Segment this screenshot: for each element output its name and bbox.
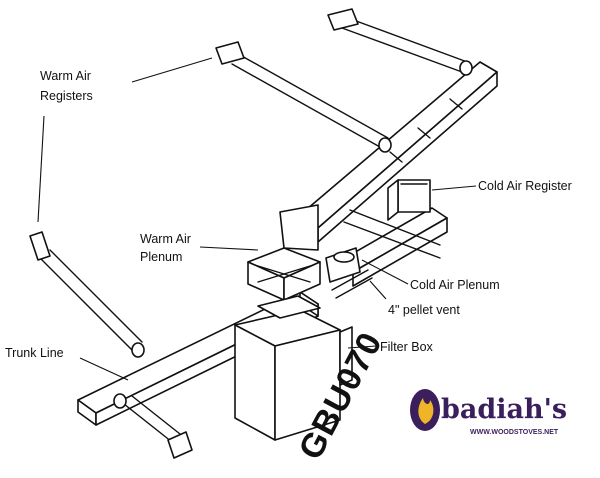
cold-air-plenum-box [325,247,361,283]
logo-name: badiah's [441,394,567,425]
leader-pellet-vent [369,280,387,300]
register-bottom [167,431,193,459]
label-cold-air-register: Cold Air Register [478,179,572,193]
furnace-cabinet [234,295,341,441]
flame-o-icon [410,389,440,431]
leader-warm-air-registers-lower [37,115,45,223]
label-warm-air-registers-2: Registers [40,89,93,103]
label-warm-air-plenum-2: Plenum [140,250,182,264]
leader-trunk-line [79,357,129,381]
leader-filter-box [347,345,377,349]
label-pellet-vent: 4" pellet vent [388,303,460,317]
pellet-vent-pipe [331,269,373,299]
obadiahs-logo: badiah's WWW.WOODSTOVES.NET [410,389,567,436]
branch-duct-upper-middle [231,54,392,153]
warm-air-plenum-box [247,204,321,301]
label-warm-air-plenum-1: Warm Air [140,232,191,246]
branch-duct-left [39,249,145,358]
register-left [29,231,51,261]
label-filter-box: Filter Box [380,340,434,354]
leader-cold-air-register [431,185,477,191]
register-upper-middle [215,41,245,65]
filter-box [339,326,353,386]
leader-cold-air-plenum [361,259,409,285]
cold-air-register-box [387,179,431,221]
label-trunk-line: Trunk Line [5,346,64,360]
logo-website: WWW.WOODSTOVES.NET [470,429,559,436]
register-far-right [327,8,359,31]
branch-duct-far-right [341,17,473,76]
leader-warm-air-plenum [199,246,259,251]
label-cold-air-plenum: Cold Air Plenum [410,278,500,292]
leader-warm-air-registers-upper [131,57,213,83]
branch-duct-bottom [113,393,181,443]
cold-air-return-duct [337,207,448,287]
label-warm-air-registers-1: Warm Air [40,69,91,83]
upper-trunk-duct [299,61,498,243]
